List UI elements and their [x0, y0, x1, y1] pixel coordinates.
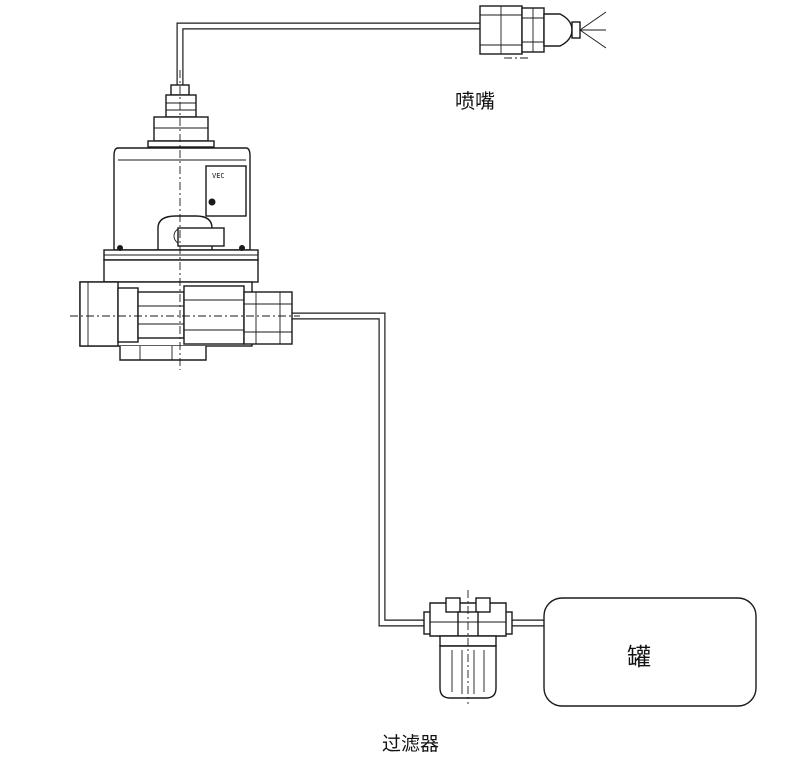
- pipe-pump-to-nozzle: [176, 22, 482, 90]
- filter: [423, 590, 513, 704]
- nozzle-label: 喷嘴: [455, 89, 495, 113]
- tank: [543, 597, 757, 707]
- svg-text:VEC: VEC: [212, 172, 225, 180]
- pipe-pump-to-filter: [292, 312, 430, 627]
- filter-label: 过滤器: [382, 733, 439, 755]
- tank-label: 罐: [627, 643, 651, 671]
- pump: VEC: [70, 70, 300, 370]
- nozzle: [479, 5, 607, 59]
